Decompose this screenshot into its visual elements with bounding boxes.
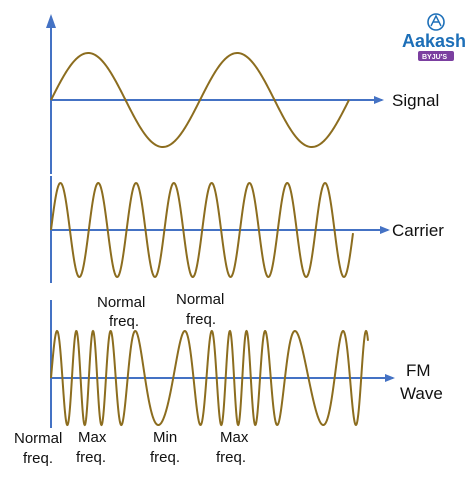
annotation-lower-min: Min freq. — [150, 429, 180, 466]
logo-sub-text: BYJU'S — [422, 54, 447, 61]
fm-wave — [50, 329, 369, 427]
aakash-logo: Aakash BYJU'S — [402, 13, 466, 61]
signal-axis-arrow-icon — [46, 14, 56, 28]
svg-text:freq.: freq. — [23, 450, 53, 467]
annotation-lower-max-1: Max freq. — [76, 429, 107, 466]
svg-text:Normal: Normal — [14, 430, 62, 447]
svg-text:Max: Max — [220, 429, 249, 446]
svg-text:freq.: freq. — [76, 449, 106, 466]
svg-text:freq.: freq. — [216, 449, 246, 466]
annotation-upper-normal-1: Normal freq. — [97, 294, 145, 330]
signal-label: Signal — [392, 91, 439, 110]
svg-text:Normal: Normal — [176, 291, 224, 308]
svg-text:Min: Min — [153, 429, 177, 446]
logo-brand-text: Aakash — [402, 31, 466, 51]
carrier-label: Carrier — [392, 221, 444, 240]
annotation-upper-normal-2: Normal freq. — [176, 291, 224, 328]
annotation-lower-max-2: Max freq. — [216, 429, 249, 466]
svg-text:freq.: freq. — [109, 313, 139, 330]
logo-emblem-icon — [427, 13, 445, 31]
signal-wave — [50, 51, 350, 149]
fm-label-line2: Wave — [400, 384, 443, 403]
svg-text:freq.: freq. — [150, 449, 180, 466]
svg-text:Max: Max — [78, 429, 107, 446]
byjus-badge — [418, 51, 454, 61]
carrier-wave — [50, 181, 354, 279]
svg-text:freq.: freq. — [186, 311, 216, 328]
annotation-lower-normal: Normal freq. — [14, 430, 62, 467]
svg-text:Normal: Normal — [97, 294, 145, 311]
fm-label-line1: FM — [406, 361, 431, 380]
